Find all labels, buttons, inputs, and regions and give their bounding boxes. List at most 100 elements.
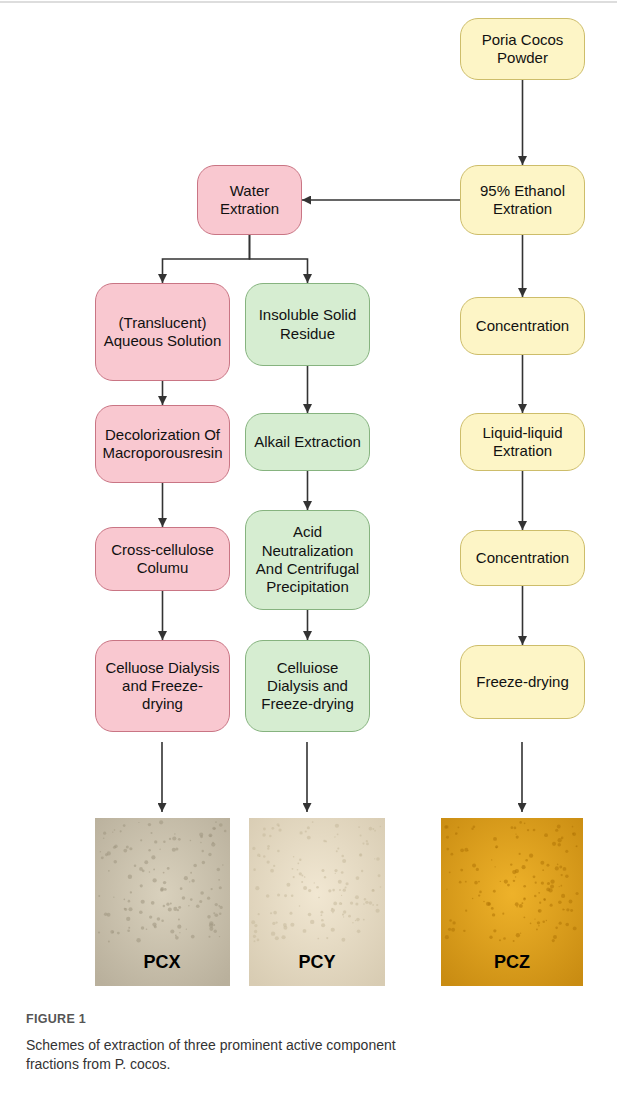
speck bbox=[479, 891, 482, 894]
speck bbox=[372, 889, 374, 891]
speck bbox=[301, 881, 303, 883]
speck bbox=[178, 838, 181, 841]
speck bbox=[182, 896, 186, 900]
speck bbox=[168, 908, 172, 912]
speck bbox=[297, 862, 299, 864]
speck bbox=[516, 836, 519, 839]
speck bbox=[360, 834, 362, 836]
speck bbox=[263, 855, 265, 857]
speck bbox=[478, 881, 480, 883]
speck bbox=[224, 830, 227, 833]
speck bbox=[491, 907, 494, 910]
speck bbox=[301, 875, 303, 877]
speck bbox=[323, 840, 326, 843]
speck bbox=[167, 867, 170, 870]
speck bbox=[271, 931, 275, 935]
speck bbox=[337, 833, 339, 835]
process-box: 95% Ethanol Extration bbox=[460, 165, 585, 235]
speck bbox=[308, 889, 311, 892]
speck bbox=[141, 926, 144, 929]
speck bbox=[218, 879, 220, 881]
speck bbox=[557, 825, 561, 829]
speck bbox=[257, 939, 260, 942]
sample-label: PCX bbox=[122, 952, 202, 973]
speck bbox=[308, 913, 312, 917]
speck bbox=[341, 938, 345, 942]
process-box: (Translucent) Aqueous Solution bbox=[95, 283, 230, 381]
speck bbox=[174, 833, 175, 834]
speck bbox=[446, 889, 447, 890]
speck bbox=[332, 889, 335, 892]
speck bbox=[172, 836, 176, 840]
speck bbox=[212, 842, 214, 844]
speck bbox=[148, 823, 151, 826]
speck bbox=[103, 838, 104, 839]
speck bbox=[520, 933, 521, 934]
speck bbox=[341, 855, 344, 858]
speck bbox=[472, 898, 473, 899]
speck bbox=[541, 881, 544, 884]
speck bbox=[363, 903, 365, 905]
process-box: Concentration bbox=[460, 530, 585, 586]
speck bbox=[114, 829, 115, 830]
speck bbox=[164, 888, 167, 891]
speck bbox=[312, 821, 314, 823]
speck bbox=[533, 875, 536, 878]
speck bbox=[378, 874, 381, 877]
speck bbox=[334, 836, 335, 837]
speck bbox=[372, 828, 374, 830]
speck bbox=[213, 827, 215, 829]
speck bbox=[524, 898, 525, 899]
powder-photo bbox=[249, 818, 385, 986]
speck bbox=[130, 891, 132, 893]
speck bbox=[273, 865, 275, 867]
speck bbox=[196, 905, 200, 909]
speck bbox=[550, 885, 554, 889]
speck bbox=[552, 939, 555, 942]
speck bbox=[478, 894, 480, 896]
speck bbox=[159, 849, 160, 850]
speck bbox=[341, 871, 344, 874]
speck bbox=[335, 824, 339, 828]
arrow bbox=[306, 742, 308, 812]
flow-arrow bbox=[162, 483, 164, 527]
process-box: Acid Neutralization And Centrifugal Prec… bbox=[245, 510, 370, 610]
speck bbox=[220, 906, 223, 909]
speck bbox=[361, 870, 363, 872]
speck bbox=[277, 893, 280, 896]
speck bbox=[129, 847, 132, 850]
speck bbox=[318, 897, 320, 899]
flow-arrow bbox=[163, 235, 250, 283]
speck bbox=[345, 882, 348, 885]
speck bbox=[548, 888, 552, 892]
speck bbox=[380, 886, 382, 888]
speck bbox=[573, 926, 577, 930]
speck bbox=[564, 909, 565, 910]
speck bbox=[343, 888, 346, 891]
speck bbox=[275, 936, 279, 940]
speck bbox=[557, 843, 561, 847]
speck bbox=[525, 859, 528, 862]
speck bbox=[180, 887, 183, 890]
speck bbox=[499, 939, 501, 941]
sample-label: PCY bbox=[277, 952, 357, 973]
speck bbox=[343, 916, 344, 917]
speck bbox=[445, 825, 448, 828]
speck bbox=[515, 833, 516, 834]
speck bbox=[489, 936, 492, 939]
speck bbox=[212, 827, 215, 830]
speck bbox=[372, 889, 375, 892]
speck bbox=[460, 848, 464, 852]
speck bbox=[160, 888, 164, 892]
speck bbox=[190, 872, 192, 874]
node-text: Insoluble Solid Residue bbox=[253, 306, 362, 343]
speck bbox=[307, 836, 311, 840]
speck bbox=[522, 865, 526, 869]
speck bbox=[561, 894, 565, 898]
speck bbox=[305, 830, 307, 832]
speck bbox=[286, 883, 290, 887]
speck bbox=[530, 923, 532, 925]
flow-arrow bbox=[162, 381, 164, 405]
speck bbox=[136, 938, 140, 942]
speck bbox=[175, 847, 178, 850]
